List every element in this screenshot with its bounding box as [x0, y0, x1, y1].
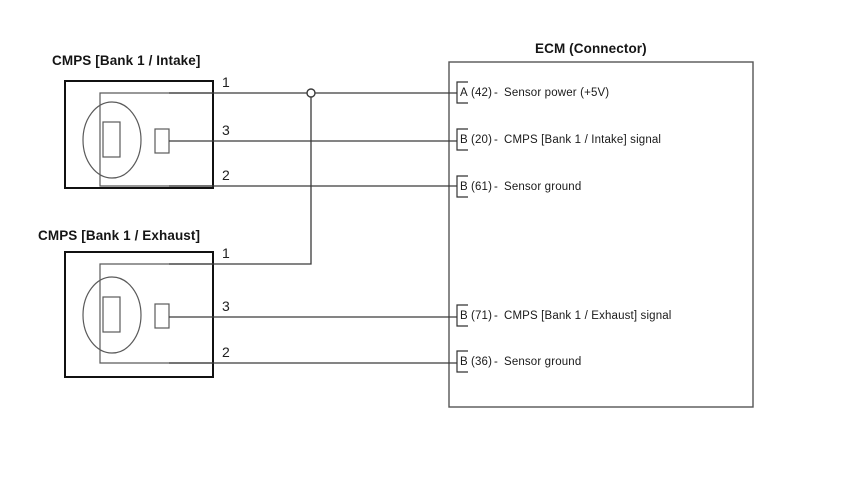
wire-exhaust-pin1-to-junction: [169, 93, 312, 265]
exhaust-pin-1-number: 1: [222, 245, 230, 261]
intake-pin-3-number: 3: [222, 122, 230, 138]
ecm-pin-0-description: Sensor power (+5V): [504, 87, 610, 99]
ecm-terminal-bracket-b61: [456, 175, 468, 198]
intake-pin-2-number: 2: [222, 167, 230, 183]
ecm-terminal-bracket-b71: [456, 304, 468, 327]
intake-internal-bus: [99, 92, 213, 187]
exhaust-sensor-core-icon: [102, 296, 121, 333]
ecm-pin-1-separator: -: [494, 134, 498, 146]
ecm-pin-1-terminal: B: [460, 134, 468, 146]
ecm-pin-1-description: CMPS [Bank 1 / Intake] signal: [504, 134, 662, 146]
ecm-pin-4-separator: -: [494, 356, 498, 368]
ecm-terminal-bracket-b36: [456, 350, 468, 373]
ecm-pin-2-separator: -: [494, 181, 498, 193]
intake-sensor-core-icon: [102, 121, 121, 158]
exhaust-sensor-terminal-icon: [154, 303, 170, 329]
intake-sensor-title: CMPS [Bank 1 / Intake]: [52, 53, 201, 68]
exhaust-sensor-coil-icon: [82, 276, 142, 354]
exhaust-pin-2-number: 2: [222, 344, 230, 360]
ecm-pin-4-terminal: B: [460, 356, 468, 368]
ecm-connector-body: [448, 61, 754, 408]
intake-sensor-body: [64, 80, 214, 189]
ecm-pin-4-description: Sensor ground: [504, 356, 582, 368]
ecm-pin-1-code: (20): [471, 134, 493, 146]
ecm-pin-3-separator: -: [494, 310, 498, 322]
ecm-pin-3-description: CMPS [Bank 1 / Exhaust] signal: [504, 310, 672, 322]
ecm-pin-0-separator: -: [494, 87, 498, 99]
ecm-terminal-bracket-a42: [456, 81, 468, 104]
splice-junction-node: [306, 88, 316, 98]
exhaust-pin-3-number: 3: [222, 298, 230, 314]
ecm-connector-title: ECM (Connector): [535, 41, 647, 56]
ecm-pin-4-code: (36): [471, 356, 493, 368]
ecm-terminal-bracket-b20: [456, 128, 468, 151]
exhaust-internal-bus: [99, 263, 213, 364]
ecm-pin-3-code: (71): [471, 310, 493, 322]
intake-sensor-coil-icon: [82, 101, 142, 179]
ecm-pin-2-code: (61): [471, 181, 493, 193]
exhaust-sensor-body: [64, 251, 214, 378]
exhaust-sensor-title: CMPS [Bank 1 / Exhaust]: [38, 228, 201, 243]
intake-pin-1-number: 1: [222, 74, 230, 90]
ecm-pin-2-terminal: B: [460, 181, 468, 193]
ecm-pin-0-terminal: A: [460, 87, 468, 99]
ecm-pin-2-description: Sensor ground: [504, 181, 582, 193]
intake-sensor-terminal-icon: [154, 128, 170, 154]
ecm-pin-3-terminal: B: [460, 310, 468, 322]
ecm-pin-0-code: (42): [471, 87, 493, 99]
